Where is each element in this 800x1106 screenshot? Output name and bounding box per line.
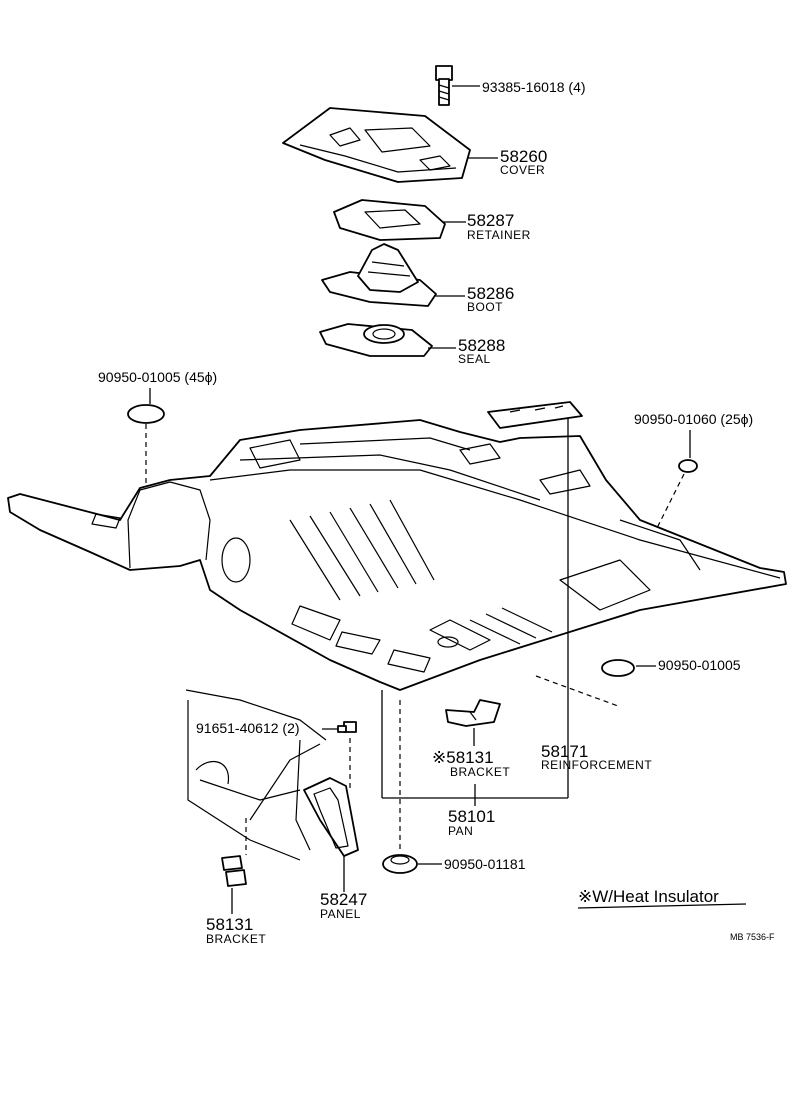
- plug-mid-part-number: 90950-01005: [658, 657, 741, 673]
- pan-part-name: PAN: [448, 824, 473, 838]
- bracket-left-part-number: 58131: [206, 915, 253, 934]
- retainer-part: [333, 199, 446, 241]
- bracket-center-part-name: BRACKET: [450, 765, 510, 779]
- plug-left-icon: [127, 404, 165, 424]
- pan-part-number: 58101: [448, 807, 495, 826]
- side-body-outline: [185, 689, 327, 861]
- seal-part-number: 58288: [458, 336, 505, 355]
- plug-right-part-number: 90950-01060 (25ϕ): [634, 411, 753, 427]
- bolt-icon: [435, 65, 453, 106]
- panel-part: [303, 777, 359, 857]
- bolt-part-number: 93385-16018 (4): [482, 79, 586, 95]
- boot-part: [321, 243, 437, 307]
- retainer-part-number: 58287: [467, 211, 514, 230]
- seal-part: [319, 323, 433, 357]
- reinforcement-part-name: REINFORCEMENT: [541, 758, 652, 772]
- bracket-left-part: [221, 855, 247, 887]
- plug-left-part-number: 90950-01005 (45ϕ): [98, 369, 217, 385]
- cover-part-name: COVER: [500, 163, 545, 177]
- plug-bottom-part-number: 90950-01181: [444, 856, 526, 872]
- bolt-small-part-number: 91651-40612 (2): [196, 720, 300, 736]
- drawing-code: MB 7536-F: [730, 932, 775, 942]
- panel-part-name: PANEL: [320, 907, 361, 921]
- bracket-left-part-name: BRACKET: [206, 932, 266, 946]
- reinforcement-plate: [487, 401, 583, 429]
- seal-part-name: SEAL: [458, 352, 491, 366]
- cover-part: [282, 107, 471, 183]
- panel-part-number: 58247: [320, 890, 367, 909]
- bracket-center-part: [445, 699, 501, 727]
- plug-right-icon: [678, 459, 698, 473]
- bolt-small-icon: [337, 721, 357, 733]
- heat-insulator-note: ※W/Heat Insulator: [578, 887, 719, 906]
- cover-part-number: 58260: [500, 147, 547, 166]
- retainer-part-name: RETAINER: [467, 228, 531, 242]
- bracket-center-part-number: ※58131: [432, 748, 494, 767]
- plug-bottom-icon: [382, 854, 418, 874]
- boot-part-name: BOOT: [467, 300, 503, 314]
- reinforcement-part-number: 58171: [541, 742, 588, 761]
- floor-pan-part: [7, 419, 787, 691]
- plug-mid-icon: [601, 659, 635, 677]
- boot-part-number: 58286: [467, 284, 514, 303]
